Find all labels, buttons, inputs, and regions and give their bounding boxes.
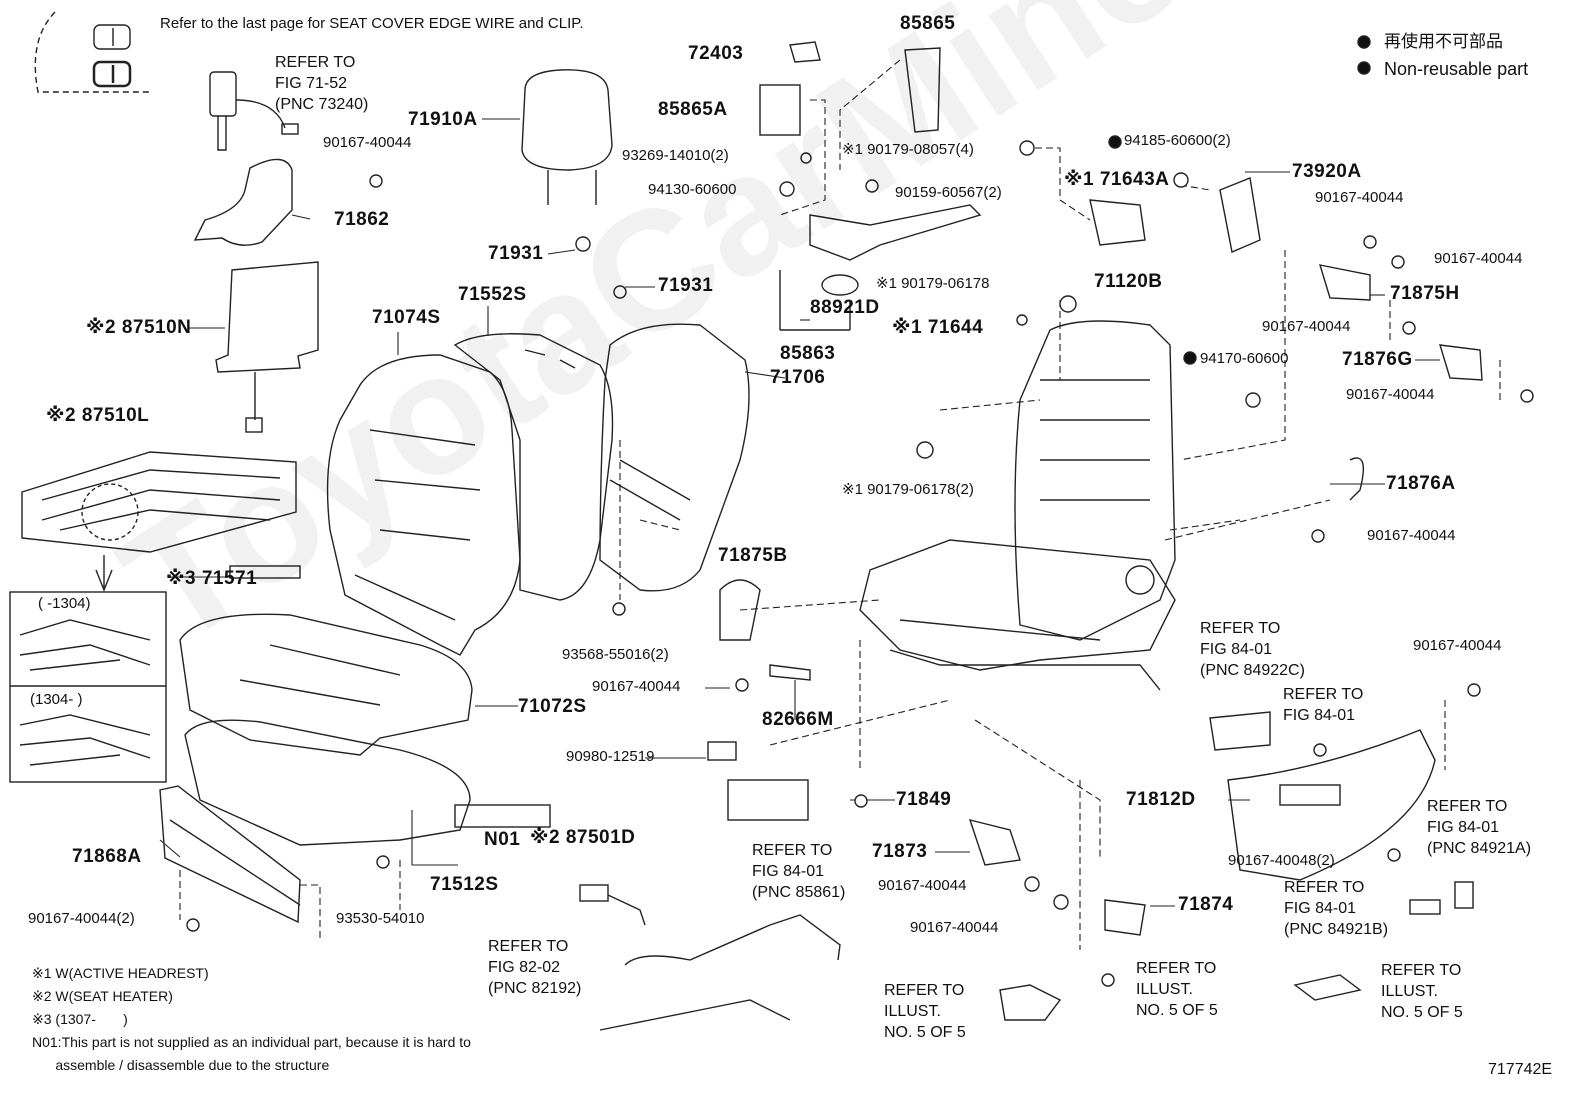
part-label: 71931 (488, 243, 544, 264)
part-label: ※1 71643A (1064, 169, 1170, 190)
reference-note: REFER TO ILLUST. NO. 5 OF 5 (1136, 960, 1218, 1019)
part-label: 71552S (458, 284, 527, 305)
part-label: 90167-40048(2) (1228, 852, 1335, 869)
part-label: 90167-40044 (1346, 386, 1435, 403)
cushion-pad-drawing (184, 719, 551, 846)
part-label: 90167-40044(2) (28, 910, 135, 927)
seat-cover-clip-icon (34, 11, 150, 93)
part-label: 71875B (718, 545, 788, 566)
inset-label: ( -1304) (38, 595, 91, 612)
cushion-cover-drawing (179, 613, 473, 756)
part-label: 94170-60600 (1200, 350, 1289, 367)
part-label: 94130-60600 (648, 181, 737, 198)
part-label: 71868A (72, 846, 142, 867)
legend-en: Non-reusable part (1384, 59, 1529, 79)
part-label: 93568-55016(2) (562, 646, 669, 663)
part-label: 71862 (334, 209, 390, 230)
part-label: ※1 71644 (892, 317, 984, 338)
reference-note: REFER TO FIG 84-01 (PNC 85861) (752, 842, 846, 901)
seatback-board-drawing (599, 323, 750, 592)
part-label: ※2 87501D (530, 827, 636, 848)
part-label: 85865 (900, 13, 956, 34)
part-label: 90167-40044 (1262, 318, 1351, 335)
part-label: 82666M (762, 709, 834, 730)
part-label: 71876G (1342, 349, 1413, 370)
part-label: 88921D (810, 297, 880, 318)
reference-note: REFER TO FIG 84-01 (PNC 84921B) (1284, 879, 1389, 938)
seatback-cover-drawing (326, 354, 521, 656)
part-label: 71072S (518, 696, 587, 717)
bolt-icons (186, 140, 1534, 987)
leader-lines (159, 118, 1440, 907)
part-label: 90167-40044 (910, 919, 999, 936)
non-reusable-marker-icon (1108, 135, 1122, 149)
part-label: 71812D (1126, 789, 1196, 810)
part-label: 73920A (1292, 161, 1362, 182)
part-label: 93269-14010(2) (622, 147, 729, 164)
part-label: 90167-40044 (878, 877, 967, 894)
part-label: 94185-60600(2) (1124, 132, 1231, 149)
part-label: 90980-12519 (566, 748, 655, 765)
reference-note: REFER TO FIG 84-01 (PNC 84921A) (1427, 798, 1532, 857)
part-label: 90167-40044 (1367, 527, 1456, 544)
part-label: ※3 71571 (166, 568, 258, 589)
top-note: Refer to the last page for SEAT COVER ED… (160, 15, 584, 32)
seat-heater-mat-back-drawing (215, 261, 319, 433)
part-label: 90167-40044 (323, 134, 412, 151)
part-label: 71931 (658, 275, 714, 296)
front-shield-drawing (159, 785, 301, 924)
reference-note: REFER TO FIG 84-01 (1283, 686, 1364, 724)
part-label: 71120B (1094, 271, 1163, 292)
seat-frame-drawing (859, 320, 1176, 691)
part-label: 71876A (1386, 473, 1456, 494)
part-label: 71849 (896, 789, 952, 810)
part-label: 71910A (408, 109, 478, 130)
active-headrest-module-drawing (759, 41, 982, 331)
headrest-drawing (521, 69, 613, 205)
figure-id: 717742E (1488, 1061, 1553, 1078)
part-label: 90167-40044 (1434, 250, 1523, 267)
inset-label: (1304- ) (30, 691, 83, 708)
part-label: 93530-54010 (336, 910, 425, 927)
legend-jp: 再使用不可部品 (1384, 32, 1503, 51)
part-label: 85863 (780, 343, 836, 364)
reference-note: REFER TO ILLUST. NO. 5 OF 5 (884, 982, 966, 1041)
reference-note: REFER TO FIG 84-01 (PNC 84922C) (1200, 620, 1305, 679)
part-label: ※2 87510N (86, 317, 192, 338)
part-label: 71875H (1390, 283, 1460, 304)
part-label: 90159-60567(2) (895, 184, 1002, 201)
seat-heater-mat-cushion-drawing (21, 451, 301, 592)
part-label: 90167-40044 (1315, 189, 1404, 206)
part-label: 71512S (430, 874, 499, 895)
part-label: N01 (484, 829, 521, 850)
part-label: 72403 (688, 43, 744, 64)
reference-note: REFER TO FIG 71-52 (PNC 73240) (275, 54, 369, 113)
small-parts-drawing (579, 177, 1483, 1031)
part-label: 90167-40044 (592, 678, 681, 695)
part-label: ※2 87510L (46, 405, 150, 426)
non-reusable-bullet-icon (1357, 35, 1371, 49)
footnotes: ※1 W(ACTIVE HEADREST) ※2 W(SEAT HEATER) … (32, 965, 471, 1073)
part-label: ※1 90179-06178(2) (842, 481, 974, 498)
reference-note: REFER TO ILLUST. NO. 5 OF 5 (1381, 962, 1463, 1021)
part-label: ※1 90179-06178 (876, 275, 990, 292)
part-label: 71873 (872, 841, 928, 862)
reference-note: REFER TO FIG 82-02 (PNC 82192) (488, 938, 582, 997)
part-label: 90167-40044 (1413, 637, 1502, 654)
seatback-pad-drawing (453, 333, 614, 601)
part-label: 71706 (770, 367, 826, 388)
non-reusable-marker-icon (1183, 351, 1197, 365)
part-label: 71874 (1178, 894, 1234, 915)
buckle-cover-drawing (193, 158, 293, 246)
non-reusable-bullet-icon (1357, 61, 1371, 75)
part-label: 85865A (658, 99, 728, 120)
part-label: ※1 90179-08057(4) (842, 141, 974, 158)
part-label: 71074S (372, 307, 441, 328)
inset-box (9, 591, 167, 783)
seat-belt-buckle-drawing (209, 71, 299, 151)
